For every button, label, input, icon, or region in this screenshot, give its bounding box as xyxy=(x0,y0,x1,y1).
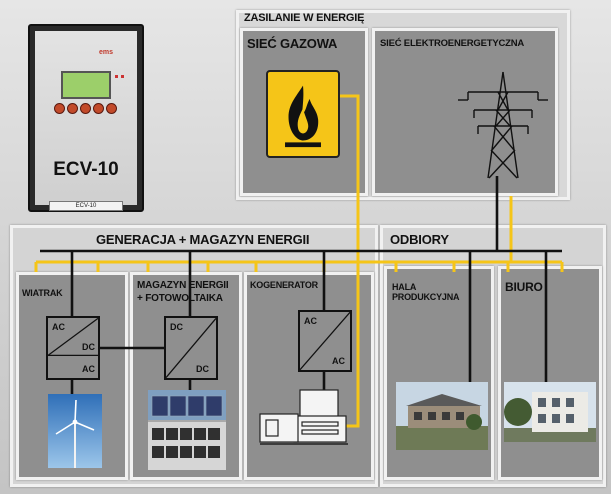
converter-input-label: DC xyxy=(170,322,183,332)
production-hall-label-line1: HALA xyxy=(392,282,417,292)
loads-title: ODBIORY xyxy=(390,232,449,247)
keypad-button xyxy=(54,103,65,114)
wind-turbine-photo xyxy=(48,394,102,468)
supply-title: ZASILANIE W ENERGIĘ xyxy=(244,12,365,24)
pv-and-battery-photo xyxy=(148,390,226,470)
generation-title: GENERACJA + MAGAZYN ENERGII xyxy=(96,232,310,247)
converter-dc-label: DC xyxy=(82,342,95,352)
keypad-button xyxy=(80,103,91,114)
status-led xyxy=(121,75,124,78)
device-name: ECV-10 xyxy=(53,159,119,180)
wind-ac-dc-ac-converter: AC DC AC xyxy=(46,316,100,380)
converter-input-label: AC xyxy=(52,322,65,332)
office-label: BIURO xyxy=(505,280,543,294)
controller-face: ems ECV-10 ECV-10 xyxy=(35,31,137,211)
converter-symbol xyxy=(166,318,216,378)
yellow-power-lines xyxy=(34,94,564,428)
cogenerator-panel xyxy=(244,272,374,480)
ecv10-controller: ems ECV-10 ECV-10 xyxy=(28,24,144,212)
chp-ac-ac-converter: AC AC xyxy=(298,310,352,372)
status-led xyxy=(115,75,118,78)
converter-output-label: DC xyxy=(196,364,209,374)
converter-output-label: AC xyxy=(332,356,345,366)
cogenerator-label: KOGENERATOR xyxy=(250,280,318,290)
office-building-photo xyxy=(504,382,596,442)
brand-logo: ems xyxy=(99,49,114,56)
production-hall-label-line2: PRODUKCYJNA xyxy=(392,292,460,302)
gas-network-label: SIEĆ GAZOWA xyxy=(247,36,338,51)
lcd-screen xyxy=(61,71,111,99)
cogenerator-unit-illustration xyxy=(259,389,348,445)
power-grid-label: SIEĆ ELEKTROENERGETYCZNA xyxy=(380,38,525,49)
wind-turbine-label: WIATRAK xyxy=(22,288,63,298)
office-panel xyxy=(498,266,602,480)
keypad-button xyxy=(93,103,104,114)
storage-label-line1: MAGAZYN ENERGII xyxy=(137,280,229,291)
device-plate: ECV-10 xyxy=(49,201,123,211)
converter-input-label: AC xyxy=(304,316,317,326)
converter-symbol xyxy=(300,312,350,370)
flame-icon xyxy=(285,85,321,148)
power-grid-panel xyxy=(372,28,558,196)
flammable-gas-sign xyxy=(266,70,340,158)
keypad-button xyxy=(67,103,78,114)
storage-dc-dc-converter: DC DC xyxy=(164,316,218,380)
converter-symbol xyxy=(48,318,98,357)
converter-output-label: AC xyxy=(82,364,95,374)
keypad-button xyxy=(106,103,117,114)
production-hall-photo xyxy=(396,382,488,450)
transmission-tower-icon xyxy=(458,71,548,179)
storage-label-line2: + FOTOWOLTAIKA xyxy=(137,293,223,304)
